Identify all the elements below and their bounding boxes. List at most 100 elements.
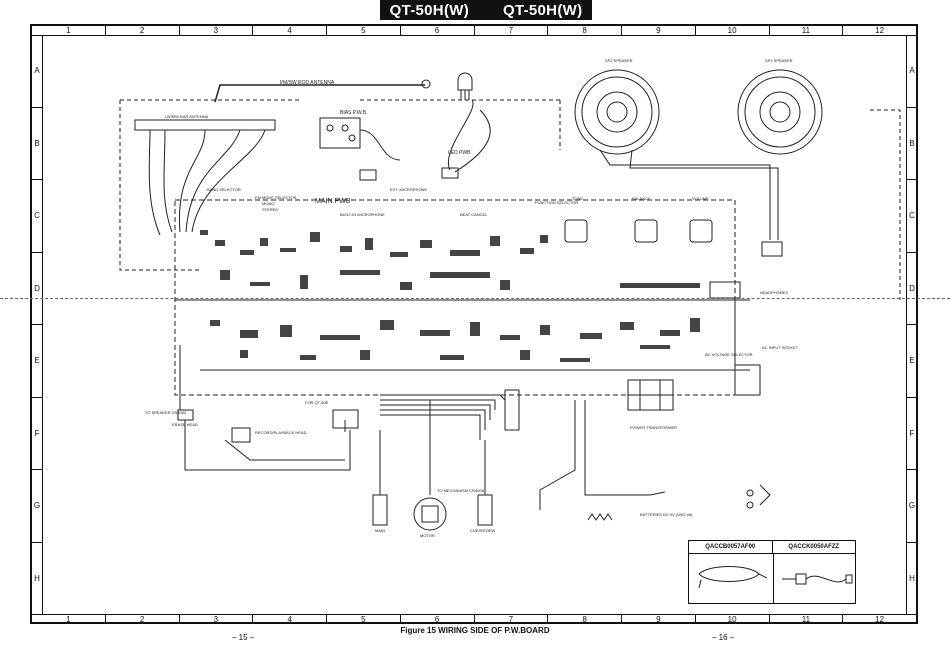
label-bar-antenna: LW/MW BAR ANTENNA: [165, 114, 209, 119]
col-label: 5: [326, 26, 400, 35]
col-label: 12: [842, 26, 916, 35]
row-label: E: [32, 324, 42, 397]
row-label: B: [907, 106, 917, 180]
label-rec-play-head: RECORD/PLAYBACK HEAD: [255, 430, 307, 435]
model-title-right: QT-50H(W): [503, 1, 583, 19]
page-number-left: – 15 –: [232, 633, 255, 642]
tone-control: [564, 219, 588, 243]
col-label: 3: [178, 615, 253, 624]
label-sp1: SP1 SPEAKER: [765, 58, 793, 63]
row-label: D: [907, 251, 917, 325]
volume-control: [689, 219, 713, 243]
col-label: 12: [842, 615, 916, 624]
label-stereo: STEREO: [262, 207, 279, 212]
col-label: 7: [473, 26, 548, 35]
record-playback-head: [231, 427, 251, 443]
col-label: 8: [547, 26, 621, 35]
col-label: 9: [621, 26, 695, 35]
label-band-selector: BAND SELECTOR: [207, 187, 241, 192]
row-label: D: [32, 251, 42, 325]
row-label: A: [34, 66, 40, 76]
row-ruler-right: A B C D E F G H: [906, 35, 917, 614]
label-mechanism: TO MECHANISM CN4008: [437, 488, 484, 493]
fold-line: [0, 298, 950, 299]
row-label: H: [907, 541, 917, 615]
row-label: F: [32, 396, 42, 470]
bias-pwb: [319, 117, 361, 149]
erase-head: [177, 409, 194, 421]
row-ruler-left: A B C D E F G H: [32, 35, 43, 614]
col-label: 4: [252, 615, 326, 624]
label-for-qt50e: FOR QT-50E: [305, 400, 329, 405]
balance-control: [634, 219, 658, 243]
rod-antenna: [214, 84, 425, 103]
col-label: 7: [473, 615, 548, 624]
col-label: 6: [399, 26, 474, 35]
mechanism-wires: [380, 394, 506, 440]
label-sp2: SP2 SPEAKER: [605, 58, 633, 63]
label-switch-main: MAIN: [375, 528, 385, 533]
col-label: 6: [399, 615, 474, 624]
label-tone: TONE: [572, 196, 584, 201]
column-ruler-bottom: 1 2 3 4 5 6 7 8 9 10 11 12: [32, 614, 916, 624]
col-label: 2: [104, 615, 179, 624]
battery-leads: [539, 400, 666, 510]
row-label: F: [907, 396, 917, 470]
row-label: C: [32, 179, 42, 252]
row-label: E: [907, 324, 917, 397]
harness-lower: [179, 345, 351, 471]
label-beat-cancel: BEAT CANCEL: [460, 212, 488, 217]
row-label: A: [909, 66, 915, 76]
col-label: 1: [66, 615, 71, 624]
col-label: 10: [694, 26, 769, 35]
label-headphones: HEADPHONES: [760, 290, 789, 295]
col-label: 4: [252, 26, 326, 35]
col-label: 3: [178, 26, 253, 35]
plug-cord-icon: [782, 573, 853, 585]
col-label: 11: [768, 26, 843, 35]
row-label: G: [907, 469, 917, 542]
switch-cue-review: [477, 494, 493, 526]
led-indicator: [457, 72, 473, 91]
bar-antenna-core: [134, 119, 276, 131]
label-batteries: BATTERIES DC 9V (UM2 x6): [640, 512, 693, 517]
label-erase-head: ERASE HEAD: [172, 422, 198, 427]
pcb-components: [200, 230, 700, 362]
legend-cord-left: [689, 554, 774, 604]
sp2-speaker-frame: [574, 69, 660, 155]
col-label: 11: [768, 615, 843, 624]
legend-cord-right: [774, 554, 858, 604]
antenna-tip: [421, 79, 431, 89]
col-label: 2: [104, 26, 179, 35]
ac-input-socket: [734, 364, 761, 396]
label-fm-antenna: FM/SW ROD ANTENNA: [280, 80, 335, 86]
speaker-wires: [599, 149, 779, 240]
column-ruler-top: 1 2 3 4 5 6 7 8 9 10 11 12: [32, 26, 916, 36]
row-label: B: [32, 106, 42, 180]
col-label: 8: [547, 615, 621, 624]
label-balance: BALANCE: [632, 196, 651, 201]
label-built-in-mic: BUILT-IN MICROPHONE: [340, 212, 385, 217]
legend-code-left: QACCB0057AF00: [689, 541, 773, 553]
label-function-selector: FUNCTION SELECTOR: [535, 200, 579, 205]
label-ext-mic: EXT. MICROPHONE: [390, 187, 428, 192]
motor: [413, 497, 447, 531]
label-fm-mode: FM MODE SELECTOR: [255, 195, 297, 200]
label-to-speaker: TO SPEAKER CN4002: [145, 410, 187, 415]
col-label: 5: [326, 615, 400, 624]
label-mono: MONO: [262, 201, 275, 206]
label-voltage-selector: AC VOLTAGE SELECTOR: [705, 352, 753, 357]
bar-antenna-wires: [148, 129, 266, 236]
legend-code-right: QACCK0050AFZZ: [788, 544, 840, 550]
battery-spring: [587, 513, 613, 521]
row-label: G: [32, 469, 42, 542]
label-volume: VOLUME: [692, 196, 709, 201]
label-ac-input: AC INPUT SOCKET: [762, 345, 799, 350]
row-label: C: [907, 179, 917, 252]
col-label: 9: [621, 615, 695, 624]
switch-main: [372, 494, 388, 526]
sp1-speaker-frame: [737, 69, 823, 155]
label-motor: MOTOR: [420, 533, 435, 538]
label-main-pwb: MAIN PWB: [315, 198, 351, 205]
